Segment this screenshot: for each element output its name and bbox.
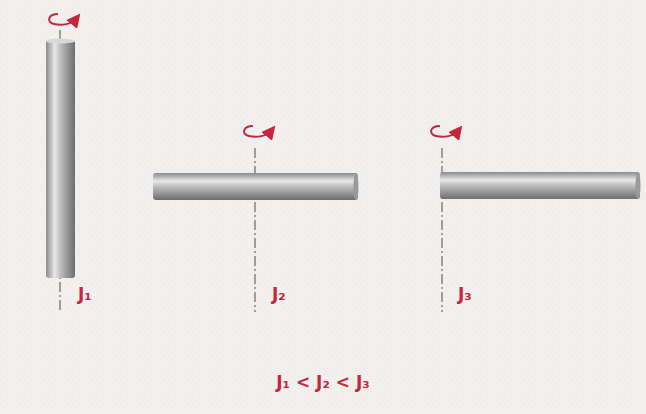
rods bbox=[46, 39, 641, 279]
moment-label: J₁ bbox=[78, 284, 92, 304]
rotation-arrows bbox=[49, 14, 458, 137]
moment-label: J₂ bbox=[272, 284, 286, 304]
rotation-axes bbox=[60, 30, 442, 312]
moment-label: J₃ bbox=[458, 284, 472, 304]
comparison-note: J₁ < J₂ < J₃ bbox=[276, 372, 369, 392]
